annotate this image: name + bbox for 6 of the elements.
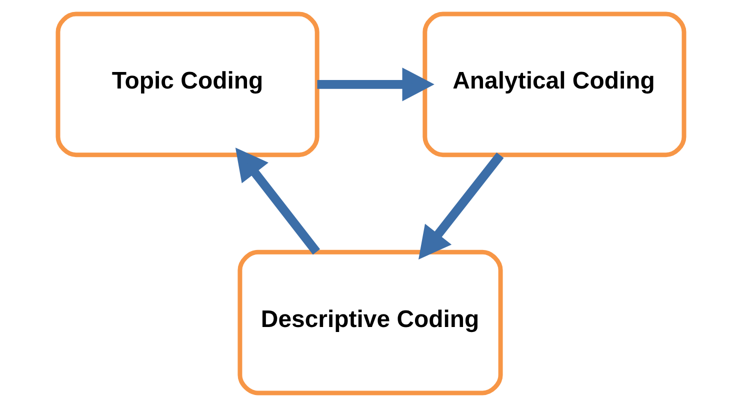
node-box: Analytical Coding (422, 12, 686, 158)
arrow (317, 68, 434, 102)
arrow (418, 152, 504, 260)
node-box: Topic Coding (56, 12, 320, 158)
arrow (235, 148, 320, 255)
node-box: Descriptive Coding (238, 250, 503, 396)
